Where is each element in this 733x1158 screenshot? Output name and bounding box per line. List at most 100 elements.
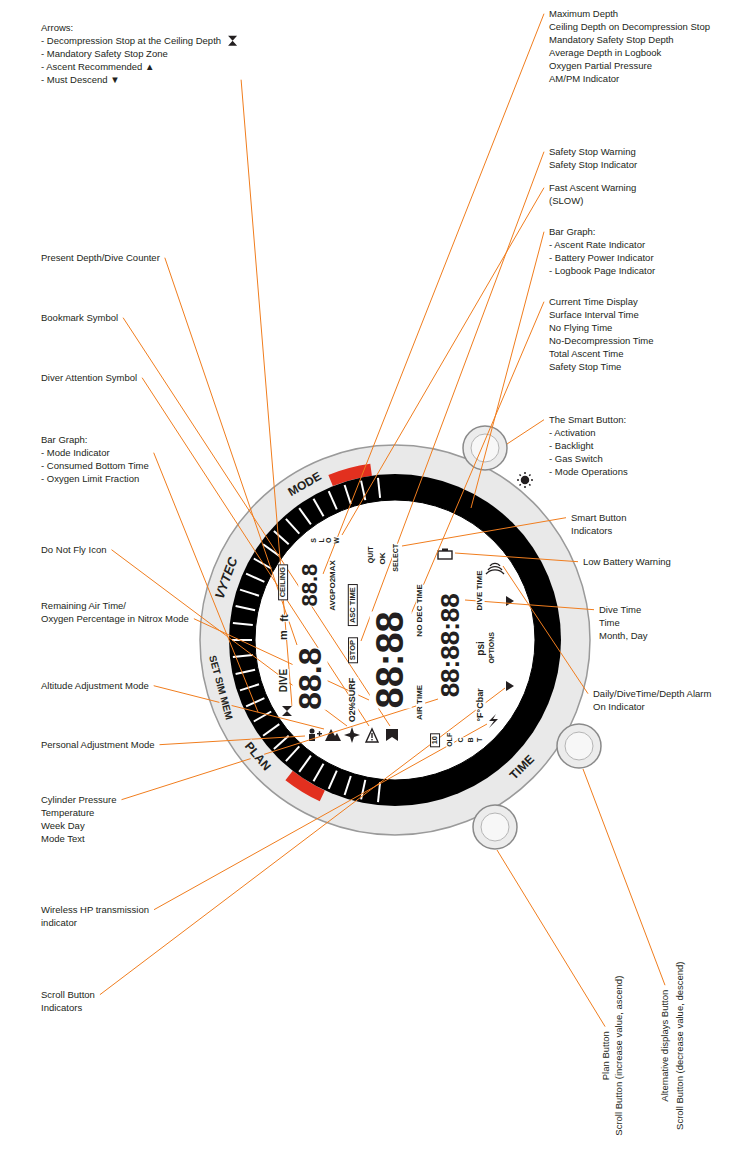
leader-line	[160, 736, 306, 745]
button-label: Alternative displays Button	[659, 988, 670, 1102]
lcd-text: SELECT	[392, 544, 400, 572]
callout-label: Diver Attention Symbol	[40, 372, 138, 383]
callout-label: Indicators	[570, 525, 613, 536]
leader-line	[154, 724, 487, 910]
callout-label: Bar Graph:	[40, 434, 88, 445]
lcd-text: OK	[379, 552, 388, 564]
callout-label: Personal Adjustment Mode	[40, 739, 156, 750]
lcd-text: NO DEC TIME	[416, 584, 425, 636]
callout-label: Current Time Display	[548, 296, 639, 307]
callout-label: - Decompression Stop at the Ceiling Dept…	[40, 35, 222, 46]
callout-label: Mode Text	[40, 833, 86, 844]
button-label: Scroll Button (decrease value, descend)	[674, 960, 685, 1130]
bar-graph-gap	[233, 623, 253, 625]
lcd-text: SLOW	[310, 536, 341, 543]
callout-label: - Mode Indicator	[40, 447, 111, 458]
wireless-icon	[489, 714, 498, 728]
callout-label: - Logbook Page Indicator	[548, 265, 656, 276]
callout-label: Safety Stop Indicator	[548, 159, 638, 170]
callout-label: - Ascent Recommended ▲	[40, 61, 155, 72]
leader-line	[455, 553, 578, 562]
callout-label: Remaining Air Time/	[40, 600, 127, 611]
lcd-text: ASC TIME	[348, 584, 358, 626]
callout-label: - Mode Operations	[548, 466, 629, 477]
lcd-text: AVGPO2MAX	[328, 560, 337, 611]
bar-graph-gap	[286, 519, 299, 534]
leader-line	[323, 14, 544, 574]
lcd-text: DIVE TIME	[476, 570, 485, 610]
callout-label: On Indicator	[592, 701, 646, 712]
lcd-text: T	[476, 738, 484, 742]
callout-label: Dive Time	[598, 604, 642, 615]
button-label: Plan Button	[599, 1030, 610, 1081]
callout-label: Oxygen Partial Pressure	[548, 60, 653, 71]
callout-label: Low Battery Warning	[582, 556, 672, 567]
leader-line	[154, 453, 258, 712]
bar-graph-ring	[229, 474, 561, 806]
backlight-symbol	[517, 472, 533, 488]
scroll-indicator	[506, 681, 514, 691]
lcd-text: STOP	[348, 637, 358, 663]
callout-label: Indicators	[40, 1002, 83, 1013]
callout-label: Mandatory Safety Stop Depth	[548, 34, 675, 45]
bar-graph-gap	[299, 508, 311, 524]
leader-line	[583, 769, 665, 985]
leader-line	[507, 420, 544, 444]
lcd-text: m	[277, 630, 289, 640]
bar-graph-gap	[299, 756, 311, 772]
callout-label: - Activation	[548, 427, 596, 438]
callout-label: Daily/DiveTime/Depth Alarm	[592, 688, 712, 699]
lcd-text: QUIT	[366, 546, 374, 563]
leader-line	[342, 188, 544, 535]
arrow-symbol	[228, 36, 237, 46]
bookmark-icon	[386, 729, 398, 741]
lcd-digits: 88:88:88	[436, 593, 465, 697]
bar-graph-gap	[361, 481, 365, 501]
callout-label: Surface Interval Time	[548, 309, 640, 320]
lcd-text: CEILING	[278, 564, 288, 600]
callout-label: Ceiling Depth on Decompression Stop	[548, 21, 711, 32]
callout-label: Bar Graph:	[548, 226, 596, 237]
leader-line	[402, 518, 566, 546]
bar-graph-gap	[236, 606, 256, 610]
callout-label: Wireless HP transmission	[40, 904, 150, 915]
do-not-fly-icon	[344, 727, 360, 743]
lcd-text: OPTIONS	[488, 632, 496, 664]
lcd-text: 10	[430, 733, 440, 747]
bar-graph-gap	[314, 499, 324, 516]
lcd-text: DIVE	[278, 668, 289, 691]
callout-label: - Consumed Bottom Time	[40, 460, 150, 471]
callout-label: - Must Descend ▼	[40, 74, 121, 85]
callout-label: The Smart Button:	[548, 414, 627, 425]
callout-label: No Flying Time	[548, 322, 613, 333]
bar-graph-gap	[286, 746, 299, 761]
callout-label: Maximum Depth	[548, 8, 619, 19]
bar-graph-gap	[378, 478, 380, 498]
callout-label: Smart Button	[570, 512, 627, 523]
lcd-digits: 88.8	[298, 564, 322, 607]
bar-graph-gap	[314, 764, 324, 781]
leader-line	[471, 232, 544, 508]
callout-label: Total Ascent Time	[548, 348, 624, 359]
lcd-text: C	[456, 737, 464, 742]
lcd-screen	[255, 500, 535, 780]
button-label: Scroll Button (increase value, ascend)	[613, 974, 624, 1136]
callout-label: Present Depth/Dive Counter	[40, 252, 161, 263]
lcd-text: B	[466, 737, 474, 742]
callout-label: Scroll Button	[40, 989, 96, 1000]
callout-label: AM/PM Indicator	[548, 73, 620, 84]
diver-attention-icon	[366, 729, 378, 742]
lcd-digits: 88:88	[369, 611, 411, 708]
leader-line	[112, 550, 348, 726]
bar-graph-gap	[345, 776, 351, 795]
callout-label: - Oxygen Limit Fraction	[40, 473, 140, 484]
callout-label: Do Not Fly Icon	[40, 544, 107, 555]
leader-line	[100, 688, 505, 995]
callout-label: Time	[598, 617, 621, 628]
callout-label: Month, Day	[598, 630, 649, 641]
button	[557, 724, 601, 768]
lcd-text: °F°Cbar	[475, 688, 485, 721]
callout-label: - Backlight	[548, 440, 594, 451]
bar-graph-gap	[254, 559, 271, 569]
arrow-symbol	[282, 706, 292, 716]
